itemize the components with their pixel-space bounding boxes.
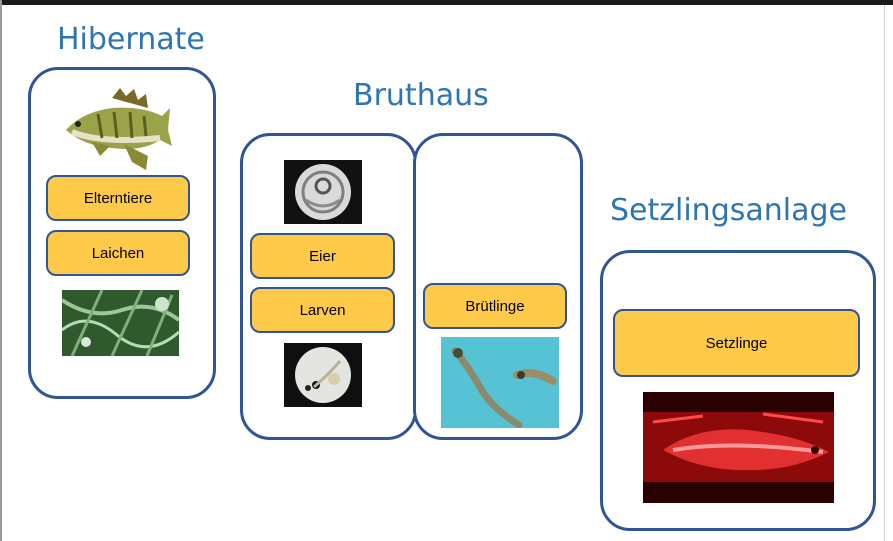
title-hibernate: Hibernate [57,22,205,57]
egg-microscope-image [284,160,362,224]
juvenile-fish-red-image [643,392,834,503]
label-eier: Eier [250,233,395,279]
window-top-border [0,0,893,5]
title-setzlingsanlage: Setzlingsanlage [610,193,847,228]
window-left-border [0,0,2,541]
label-laichen: Laichen [46,230,190,276]
label-larven: Larven [250,287,395,333]
window-right-border [884,5,885,541]
label-setzlinge: Setzlinge [613,309,860,377]
title-bruthaus: Bruthaus [353,78,489,113]
spawn-vegetation-image [62,290,179,356]
zander-fish-image [62,86,172,172]
larva-microscope-image [284,343,362,407]
label-bruetlinge: Brütlinge [423,283,567,329]
fry-water-image [441,337,559,428]
label-elterntiere: Elterntiere [46,175,190,221]
